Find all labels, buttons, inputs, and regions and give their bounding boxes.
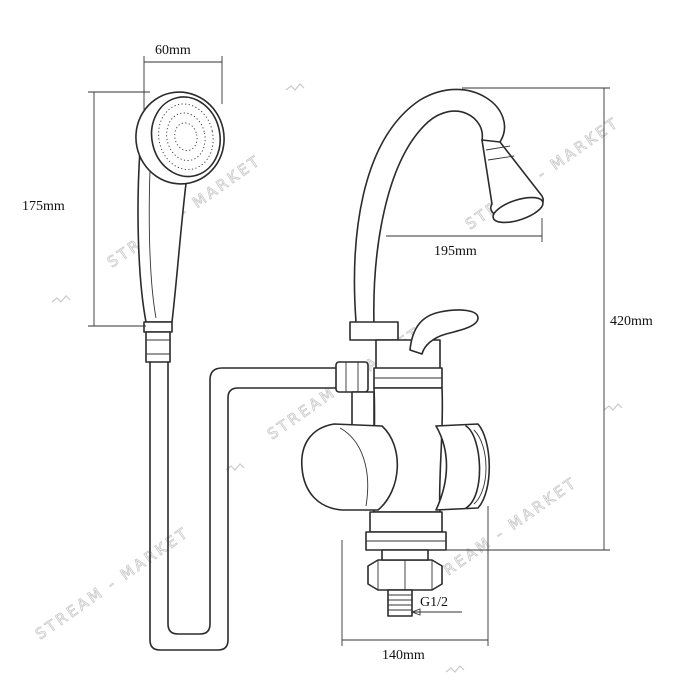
- lower-neck: [369, 511, 443, 533]
- shower-connector: [143, 321, 173, 333]
- hose-outer: [149, 361, 341, 651]
- spout-outer: [353, 88, 506, 323]
- dimension-labels: 60mm 175mm 195mm 420mm G1/2 140mm: [22, 43, 653, 663]
- label-body-width: 140mm: [382, 648, 425, 663]
- watermark-wave-icon: [225, 463, 245, 471]
- shower-head: [135, 91, 225, 185]
- spout-collar: [349, 321, 399, 341]
- hand-shower: [135, 91, 225, 363]
- shower-hose: [149, 361, 369, 651]
- label-spout-reach: 195mm: [434, 244, 477, 259]
- left-heater-cap: [300, 423, 399, 511]
- label-head-width: 60mm: [155, 43, 191, 58]
- lever-handle: [409, 309, 479, 355]
- label-handle-length: 175mm: [22, 199, 65, 214]
- shower-handle-edge: [148, 169, 157, 319]
- shower-connector-nut: [145, 331, 171, 363]
- label-connection-thread: G1/2: [420, 595, 448, 610]
- watermark-text: STREAM - MARKET: [462, 113, 623, 233]
- threaded-inlet: [387, 589, 413, 617]
- dimension-lines: [88, 56, 610, 646]
- right-heater-cap: [435, 423, 491, 511]
- faucet-body: [300, 309, 491, 617]
- watermark-wave-icon: [603, 403, 623, 411]
- hose-nut: [335, 361, 369, 393]
- watermark-wave-icon: [445, 665, 465, 673]
- watermark-wave-icon: [51, 295, 71, 303]
- label-total-height: 420mm: [610, 314, 653, 329]
- hose-inner: [167, 361, 341, 635]
- watermark-layer: STREAM - MARKET STREAM - MARKET STREAM -…: [32, 83, 623, 673]
- spout-inner: [373, 110, 484, 327]
- watermark-wave-icon: [285, 83, 305, 91]
- swivel-spout: [353, 88, 544, 327]
- aerator-tip: [492, 196, 544, 224]
